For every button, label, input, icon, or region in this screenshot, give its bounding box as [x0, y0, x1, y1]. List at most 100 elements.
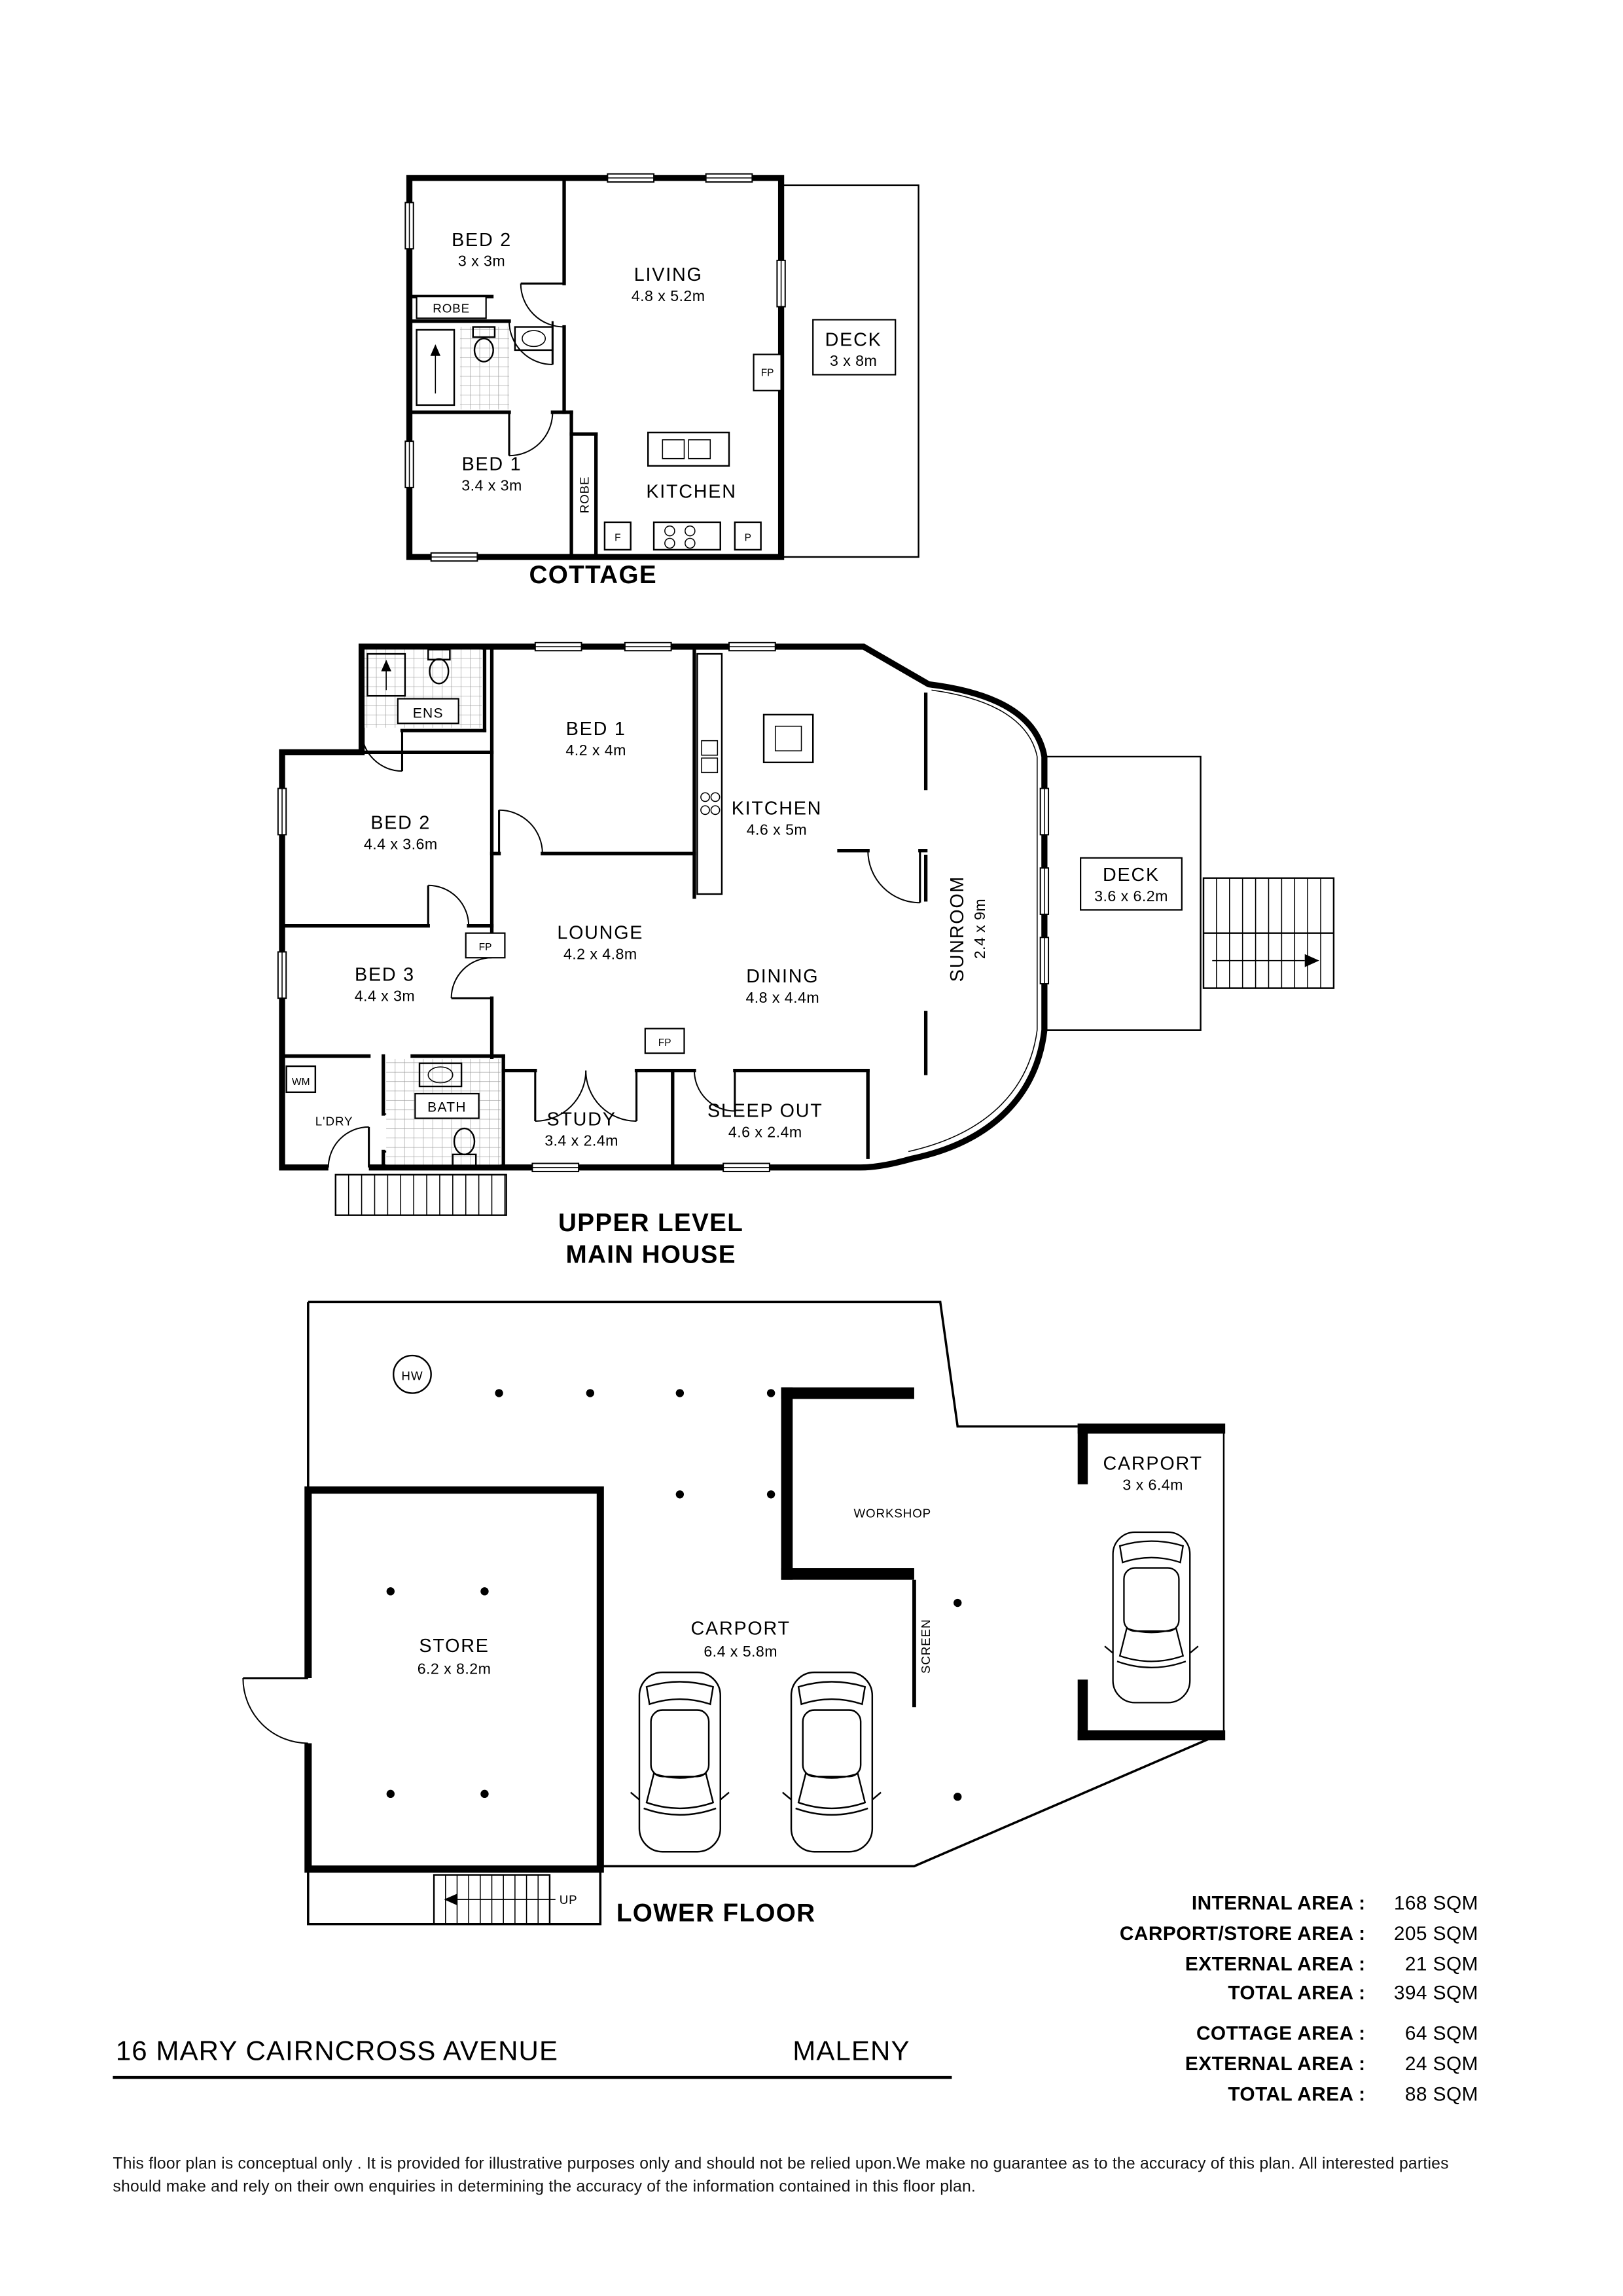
carport-dims: 6.4 x 5.8m [704, 1643, 777, 1660]
area-label: TOTAL AREA : [1228, 2083, 1365, 2105]
bath-label-box [414, 1092, 480, 1119]
cottage-bathroom [416, 326, 554, 410]
upper-title-2: MAIN HOUSE [565, 1241, 736, 1269]
sunroom-dims: 2.4 x 9m [971, 899, 988, 959]
entry-stairs [334, 1174, 507, 1216]
deck-label-box [1080, 857, 1183, 911]
area-value: 168 SQM [1394, 1893, 1478, 1914]
study-label: STUDY [546, 1109, 616, 1130]
upper-bed1-dims: 4.2 x 4m [565, 742, 626, 759]
upper-stairs-right [1202, 877, 1335, 989]
store-dims: 6.2 x 8.2m [418, 1660, 491, 1677]
lower-floor-plan: HW WORKSHOP SCREEN STORE 6.2 x 8.2m CARP… [242, 1300, 1226, 1927]
disclaimer-text: This floor plan is conceptual only . It … [113, 2155, 1449, 2197]
carport2-label: CARPORT [1103, 1454, 1202, 1475]
upper-kitchen [696, 653, 814, 895]
study-dims: 3.4 x 2.4m [544, 1132, 618, 1149]
area-summary: INTERNAL AREA : 168 SQM CARPORT/STORE AR… [1120, 1893, 1478, 2106]
ens-label: ENS [413, 706, 444, 721]
upper-bathroom [386, 1058, 501, 1167]
upper-windows [277, 641, 1050, 1172]
cottage-living-label: LIVING [634, 264, 703, 285]
toilet-icon [452, 1127, 477, 1167]
ensuite [365, 649, 482, 728]
island-bench [762, 713, 814, 764]
upper-doors [327, 730, 921, 1173]
workshop-label: WORKSHOP [853, 1507, 931, 1520]
upper-outer-wall [279, 643, 1048, 1171]
sleepout-dims: 4.6 x 2.4m [728, 1123, 802, 1140]
upper-kitchen-dims: 4.6 x 5m [747, 821, 807, 838]
area-label: COTTAGE AREA : [1196, 2023, 1366, 2045]
toilet-icon [472, 326, 496, 363]
lower-title: LOWER FLOOR [616, 1899, 816, 1927]
fp1-label: FP [479, 942, 492, 953]
upper-level-plan: ENS BED 1 4.2 x 4m KITCHEN 4.6 x 5m BED … [277, 641, 1335, 1269]
fp2-label: FP [658, 1037, 671, 1049]
cottage-bed1-label: BED 1 [462, 454, 522, 475]
area-value: 88 SQM [1405, 2083, 1478, 2105]
upper-bed1-label: BED 1 [566, 719, 626, 740]
cottage-kitchen-label: KITCHEN [646, 481, 736, 502]
fireplace-box [753, 353, 782, 391]
car-icon [1103, 1531, 1199, 1704]
cottage-fp-label: FP [761, 368, 774, 379]
dining-label: DINING [746, 966, 819, 987]
address-street: 16 MARY CAIRNCROSS AVENUE [116, 2036, 558, 2066]
cottage-kitchen-island [647, 431, 730, 467]
cottage-bed1-dims: 3.4 x 3m [461, 476, 522, 493]
upper-interior-walls [280, 645, 928, 1170]
hot-water-icon [392, 1354, 432, 1394]
address-suburb: MALENY [793, 2036, 910, 2066]
robe-box [416, 296, 487, 319]
area-label: INTERNAL AREA : [1192, 1893, 1366, 1914]
fireplace-box-2 [644, 1028, 685, 1054]
upper-bed2-label: BED 2 [370, 813, 431, 834]
wm-label: WM [292, 1077, 310, 1088]
area-value: 205 SQM [1394, 1923, 1478, 1945]
cooktop-icon [652, 521, 721, 551]
cottage-deck-dims: 3 x 8m [830, 352, 877, 369]
lounge-dims: 4.2 x 4.8m [563, 945, 637, 962]
store [242, 1486, 604, 1873]
bed3-label: BED 3 [355, 965, 415, 986]
screen-label: SCREEN [919, 1619, 933, 1674]
area-label: EXTERNAL AREA : [1185, 2053, 1366, 2075]
area-label: CARPORT/STORE AREA : [1120, 1923, 1366, 1945]
upper-kitchen-label: KITCHEN [732, 798, 822, 819]
workshop-walls [781, 1387, 914, 1580]
lower-stairs [433, 1874, 556, 1925]
hw-label: HW [401, 1369, 423, 1383]
upper-bed2-dims: 4.4 x 3.6m [364, 835, 438, 852]
lower-boundary [307, 1300, 1223, 1926]
carport2-dims: 3 x 6.4m [1122, 1477, 1183, 1494]
upper-deck-label: DECK [1103, 865, 1160, 886]
area-label: EXTERNAL AREA : [1185, 1953, 1366, 1975]
area-value: 64 SQM [1405, 2023, 1478, 2045]
area-value: 24 SQM [1405, 2053, 1478, 2075]
sunroom-glazing [908, 689, 1038, 1153]
laundry [285, 1065, 317, 1094]
disclaimer-block: This floor plan is conceptual only . It … [113, 2155, 1449, 2197]
cottage-p-label: P [745, 533, 751, 544]
cooktop-icon [700, 792, 721, 816]
carport-label: CARPORT [691, 1619, 791, 1640]
address-block: 16 MARY CAIRNCROSS AVENUE MALENY [113, 2036, 952, 2079]
area-value: 394 SQM [1394, 1982, 1478, 2004]
cottage-deck-label: DECK [825, 329, 882, 350]
up-label: UP [560, 1893, 578, 1907]
cottage-appliances [603, 521, 762, 551]
sink-icon [514, 326, 554, 351]
cottage-title: COTTAGE [529, 561, 657, 589]
area-value: 21 SQM [1405, 1953, 1478, 1975]
fireplace-box-1 [465, 932, 506, 959]
deck-label-box [812, 319, 897, 376]
area-label: TOTAL AREA : [1228, 1982, 1365, 2004]
cottage-bed2-label: BED 2 [452, 230, 512, 251]
cottage-bed2-dims: 3 x 3m [458, 253, 505, 270]
cottage-plan: BED 2 3 x 3m LIVING 4.8 x 5.2m ROBE BED … [404, 173, 919, 589]
ens-label-box [397, 698, 459, 725]
upper-deck-dims: 3.6 x 6.2m [1094, 888, 1168, 905]
